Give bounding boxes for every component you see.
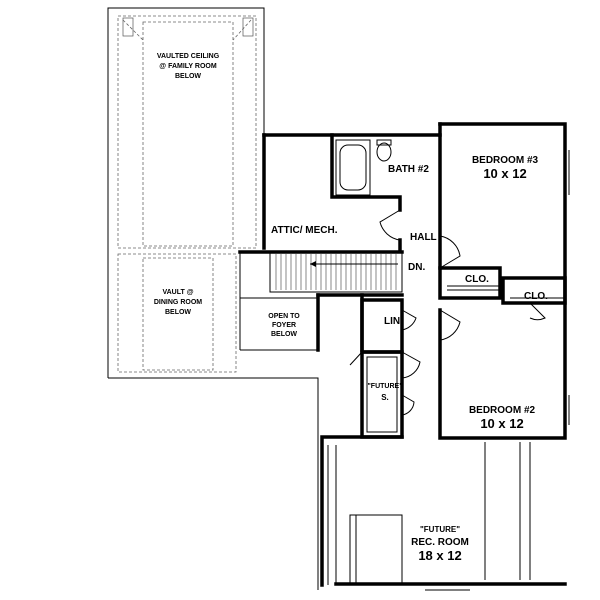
bath2-label: BATH #2 — [388, 164, 429, 175]
vaulted-area-outline — [107, 7, 319, 590]
open-to-foyer — [239, 252, 318, 351]
vault-dining-label-3: BELOW — [165, 309, 191, 316]
attic-label: ATTIC/ MECH. — [271, 225, 338, 236]
bath-fixtures — [335, 139, 392, 196]
bedroom2-name: BEDROOM #2 — [469, 405, 536, 416]
vaulted-ceiling-label-1: VAULTED CEILING — [157, 53, 220, 60]
rec-room-name: REC. ROOM — [411, 537, 469, 548]
room-labels: VAULTED CEILING @ FAMILY ROOM BELOW VAUL… — [154, 53, 548, 563]
vault-dining-label-1: VAULT @ — [162, 289, 193, 296]
bedroom3-name: BEDROOM #3 — [472, 155, 539, 166]
dn-label: DN. — [408, 262, 425, 273]
future-storage-label-2: S. — [381, 393, 389, 402]
open-to-foyer-label-2: FOYER — [272, 322, 296, 329]
vaulted-ceiling-label-3: BELOW — [175, 73, 201, 80]
linen-label: LIN. — [384, 316, 403, 327]
open-to-foyer-label-3: BELOW — [271, 331, 297, 338]
rec-room-future: "FUTURE" — [420, 525, 460, 534]
vaulted-ceiling-family-room — [117, 15, 257, 249]
hall-label: HALL — [410, 232, 437, 243]
open-to-foyer-label-1: OPEN TO — [268, 313, 300, 320]
bedroom2-size: 10 x 12 — [480, 416, 523, 431]
rec-room-walls — [320, 435, 567, 591]
closet-label-1: CLO. — [465, 274, 489, 285]
rec-room-size: 18 x 12 — [418, 548, 461, 563]
staircase — [269, 251, 403, 293]
linen-and-storage — [360, 298, 404, 439]
vault-dining-label-2: DINING ROOM — [154, 299, 202, 306]
closet-label-2: CLO. — [524, 291, 548, 302]
future-storage-label-1: "FUTURE" — [367, 383, 402, 390]
vaulted-ceiling-label-2: @ FAMILY ROOM — [159, 63, 217, 70]
closets — [438, 266, 567, 305]
bedroom3-size: 10 x 12 — [483, 166, 526, 181]
vault-dining-room — [117, 253, 237, 373]
door-swings — [349, 209, 546, 416]
